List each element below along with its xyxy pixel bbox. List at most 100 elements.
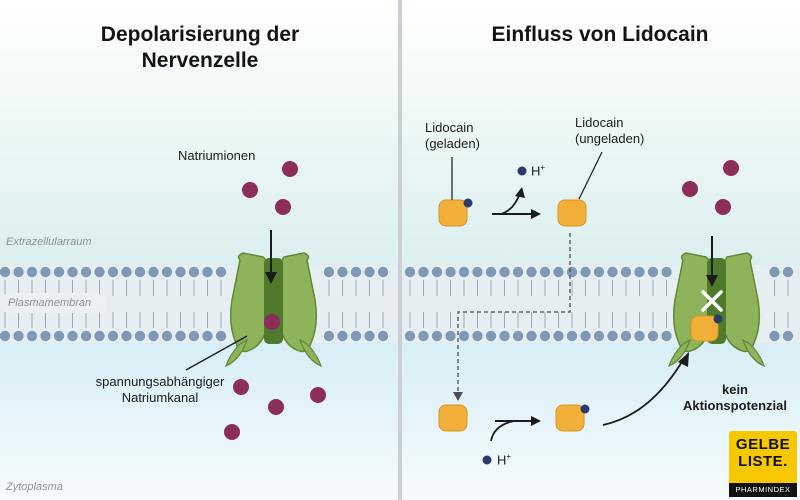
lipid-head bbox=[539, 266, 551, 278]
lipid-head bbox=[566, 266, 578, 278]
no-action-potential-label: kein Aktionspotenzial bbox=[664, 382, 800, 414]
lipid-head bbox=[782, 330, 794, 342]
lipid-head bbox=[431, 266, 443, 278]
lipid-head bbox=[472, 266, 483, 278]
lipid-head bbox=[121, 330, 132, 342]
proton bbox=[482, 455, 492, 465]
lipid-head bbox=[53, 330, 65, 342]
lipid-head bbox=[80, 330, 92, 342]
gelbe-liste-logo: GELBE LISTE. PHARMINDEX bbox=[729, 431, 797, 497]
lipid-head bbox=[67, 330, 78, 342]
lipid-head bbox=[418, 330, 429, 342]
binding-arrow bbox=[602, 359, 684, 426]
lipid-head bbox=[323, 330, 335, 342]
lipid-head bbox=[80, 266, 92, 278]
conversion-arrowhead-top bbox=[531, 209, 541, 219]
no-action-potential-line2: Aktionspotenzial bbox=[682, 398, 787, 413]
lipid-head bbox=[107, 266, 119, 278]
lipid-head bbox=[53, 266, 65, 278]
lipid-head bbox=[350, 330, 362, 342]
lipid-head bbox=[512, 330, 524, 342]
cytoplasm-label: Zytoplasma bbox=[6, 481, 63, 493]
sodium-ion bbox=[224, 424, 240, 440]
lipid-head bbox=[175, 330, 186, 342]
lipid-head bbox=[418, 266, 429, 278]
lipid-head bbox=[323, 266, 335, 278]
conversion-arrowhead-bottom bbox=[531, 416, 541, 426]
lipid-head bbox=[161, 330, 173, 342]
lipid-head bbox=[161, 266, 173, 278]
lipid-head bbox=[607, 266, 618, 278]
lipid-head bbox=[458, 266, 470, 278]
lipid-head bbox=[647, 266, 659, 278]
lipid-head bbox=[148, 266, 159, 278]
lipid-head bbox=[782, 266, 794, 278]
lipid-head bbox=[620, 266, 632, 278]
lipid-head bbox=[634, 266, 645, 278]
lipid-head bbox=[593, 266, 605, 278]
left-title: Depolarisierung der Nervenzelle bbox=[60, 22, 340, 74]
lidocaine-uncharged-intracellular bbox=[438, 404, 468, 432]
lidocaine-uncharged bbox=[557, 199, 587, 227]
lipid-head bbox=[769, 330, 780, 342]
sodium-channel-label-line2: Natriumkanal bbox=[121, 390, 199, 405]
extracellular-label: Extrazellularraum bbox=[6, 236, 92, 248]
lipid-head bbox=[215, 266, 227, 278]
lipid-head bbox=[769, 266, 780, 278]
lidocaine-blocker bbox=[690, 315, 719, 342]
sodium-ion bbox=[275, 199, 291, 215]
sodium-ion bbox=[264, 314, 280, 330]
lipid-head bbox=[445, 330, 456, 342]
lipid-head bbox=[94, 266, 105, 278]
lidocaine-uncharged-label: Lidocain (ungeladen) bbox=[575, 115, 644, 147]
sodium-channel-label-line1: spannungsabhängiger bbox=[95, 374, 225, 389]
lipid-head bbox=[539, 330, 551, 342]
lipid-head bbox=[26, 330, 38, 342]
lipid-head bbox=[94, 330, 105, 342]
proton bbox=[463, 198, 473, 208]
lipid-head bbox=[553, 330, 564, 342]
lipid-head bbox=[431, 330, 443, 342]
lipid-head bbox=[134, 266, 146, 278]
lipid-bilayer bbox=[0, 266, 794, 342]
sodium-ion bbox=[310, 387, 326, 403]
sodium-channel-label: spannungsabhängiger Natriumkanal bbox=[70, 374, 250, 406]
lipid-head bbox=[215, 330, 227, 342]
lipid-head bbox=[553, 266, 564, 278]
lipid-head bbox=[512, 266, 524, 278]
lipid-head bbox=[0, 266, 11, 278]
lipid-head bbox=[40, 330, 51, 342]
lipid-head bbox=[202, 330, 213, 342]
lipid-head bbox=[13, 266, 24, 278]
proton-label-plus: + bbox=[540, 163, 546, 172]
lipid-head bbox=[26, 266, 38, 278]
lipid-head bbox=[526, 330, 537, 342]
proton-label-top: H+ bbox=[531, 160, 545, 179]
left-title-line2: Nervenzelle bbox=[141, 49, 259, 72]
lipid-head bbox=[580, 330, 591, 342]
lipid-head bbox=[13, 330, 24, 342]
lidocaine-uncharged-label-line2: (ungeladen) bbox=[575, 131, 645, 146]
sodium-influx-arrowhead-blocked bbox=[706, 275, 718, 287]
sodium-ion bbox=[723, 160, 739, 176]
right-title: Einfluss von Lidocain bbox=[491, 23, 709, 46]
lipid-head bbox=[634, 330, 645, 342]
lipid-head bbox=[107, 330, 119, 342]
lidocaine-charged-label-line1: Lidocain bbox=[425, 120, 474, 135]
lipid-head bbox=[175, 266, 186, 278]
lidocaine-charged-intracellular bbox=[555, 404, 585, 432]
lipid-head bbox=[148, 330, 159, 342]
sodium-ion bbox=[282, 161, 298, 177]
block-x-icon bbox=[701, 290, 723, 312]
lipid-head bbox=[350, 266, 362, 278]
lipid-head bbox=[499, 266, 510, 278]
lipid-head bbox=[364, 330, 375, 342]
membrane-diffusion-arrowhead bbox=[453, 392, 463, 401]
membrane-label-pill bbox=[0, 293, 106, 313]
proton-label-bottom: H+ bbox=[497, 449, 511, 468]
lipid-head bbox=[661, 330, 672, 342]
lipid-head bbox=[526, 266, 537, 278]
lipid-head bbox=[485, 266, 497, 278]
proton bbox=[517, 166, 527, 176]
